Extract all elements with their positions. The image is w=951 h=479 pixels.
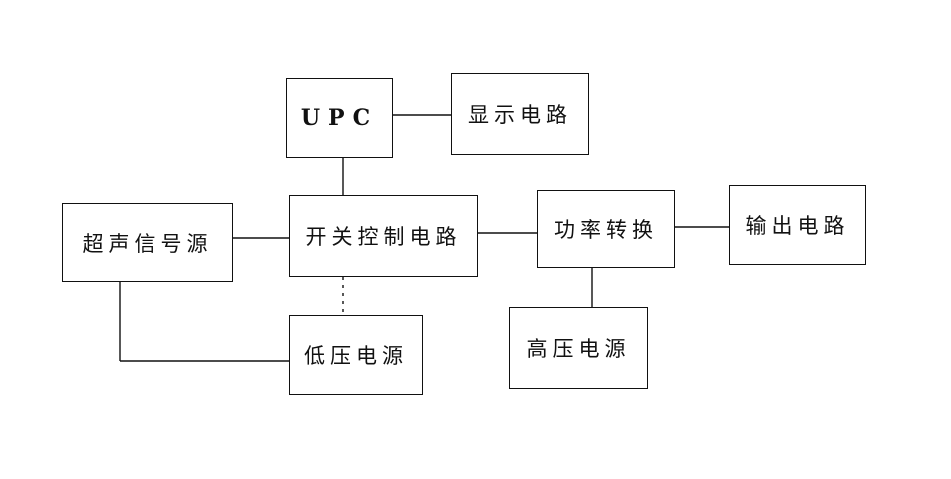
ultrasonic-source-label: 超声信号源 (82, 231, 213, 256)
high-voltage-supply-label: 高压电源 (526, 337, 631, 361)
power-conversion-block: 功率转换 (537, 190, 675, 268)
low-voltage-supply-label: 低压电源 (304, 344, 408, 368)
upc-block: UPC (286, 78, 393, 158)
output-circuit-block: 输出电路 (729, 185, 866, 265)
ultrasonic-source-block: 超声信号源 (62, 203, 233, 282)
switch-control-block: 开关控制电路 (289, 195, 478, 277)
display-circuit-block: 显示电路 (451, 73, 589, 155)
low-voltage-supply-block: 低压电源 (289, 315, 423, 395)
power-conversion-label: 功率转换 (554, 218, 658, 242)
high-voltage-supply-block: 高压电源 (509, 307, 648, 389)
switch-control-label: 开关控制电路 (305, 225, 462, 249)
output-circuit-label: 输出电路 (745, 214, 850, 238)
upc-label: UPC (300, 105, 379, 131)
display-circuit-label: 显示电路 (468, 103, 572, 127)
